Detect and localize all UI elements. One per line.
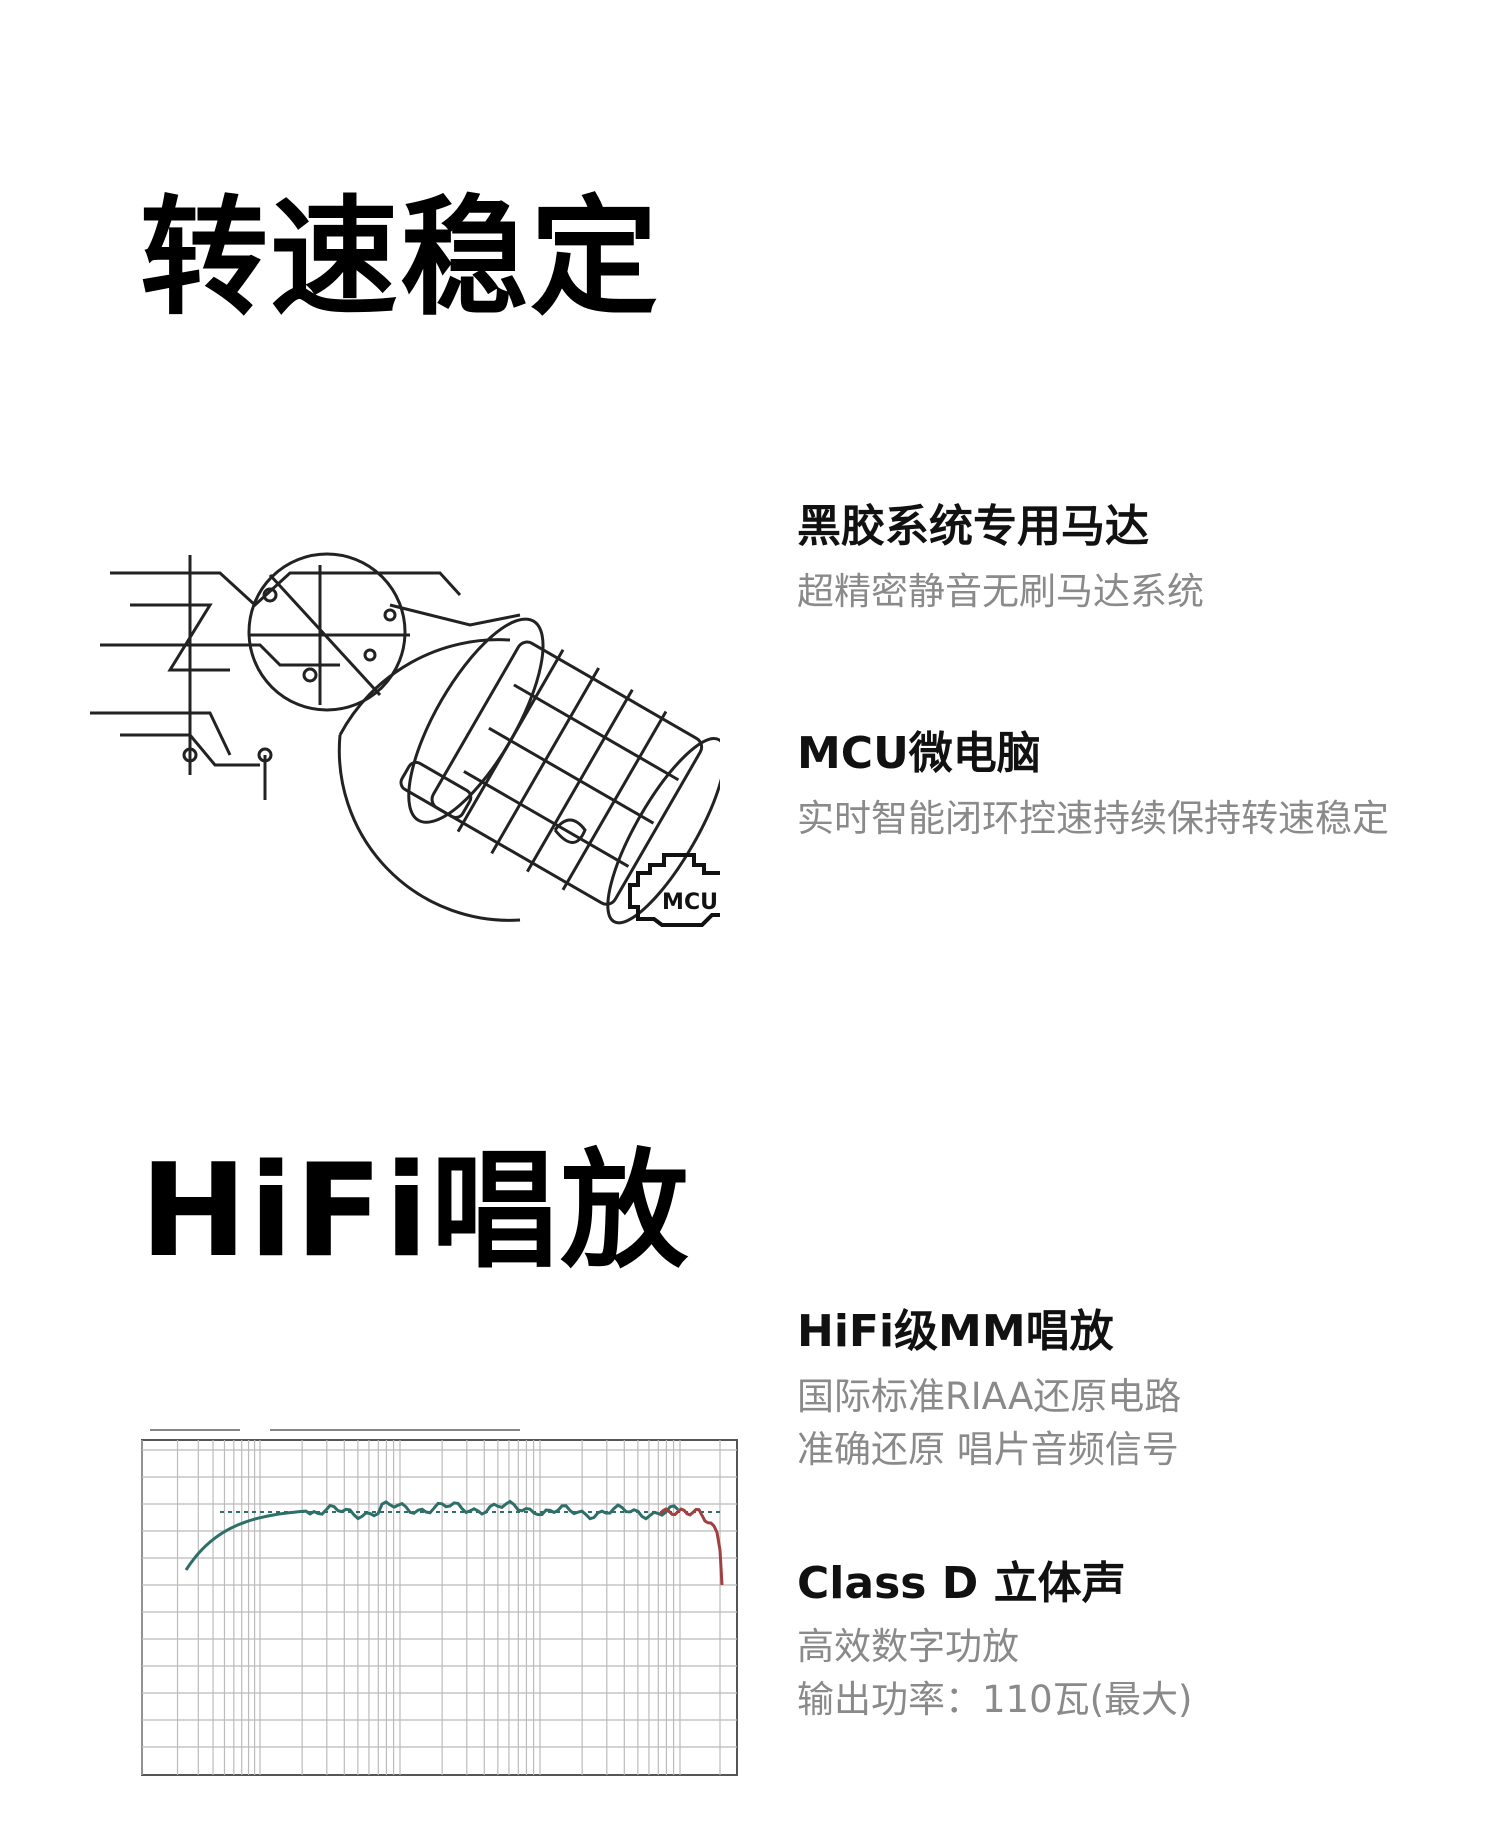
feature-title-amp: Class D 立体声 [797,1558,1126,1609]
feature-desc-phono-1: 国际标准RIAA还原电路 [797,1375,1182,1418]
feature-desc-motor: 超精密静音无刷马达系统 [797,570,1204,613]
feature-title-mcu: MCU微电脑 [797,728,1041,779]
feature-title-motor: 黑胶系统专用马达 [797,501,1149,552]
feature-desc-mcu: 实时智能闭环控速持续保持转速稳定 [797,797,1389,840]
svg-text:MCU: MCU [662,890,718,915]
motor-schematic-icon: MCU [90,545,734,935]
feature-desc-phono-2: 准确还原 唱片音频信号 [797,1428,1179,1471]
section-title-hifi: HiFi唱放 [140,1137,691,1286]
section-title-speed: 转速稳定 [140,184,661,333]
feature-desc-amp-2: 输出功率：110瓦(最大) [797,1678,1193,1721]
frequency-response-chart-icon [120,1420,750,1790]
feature-title-phono: HiFi级MM唱放 [797,1306,1114,1357]
feature-desc-amp-1: 高效数字功放 [797,1625,1019,1668]
